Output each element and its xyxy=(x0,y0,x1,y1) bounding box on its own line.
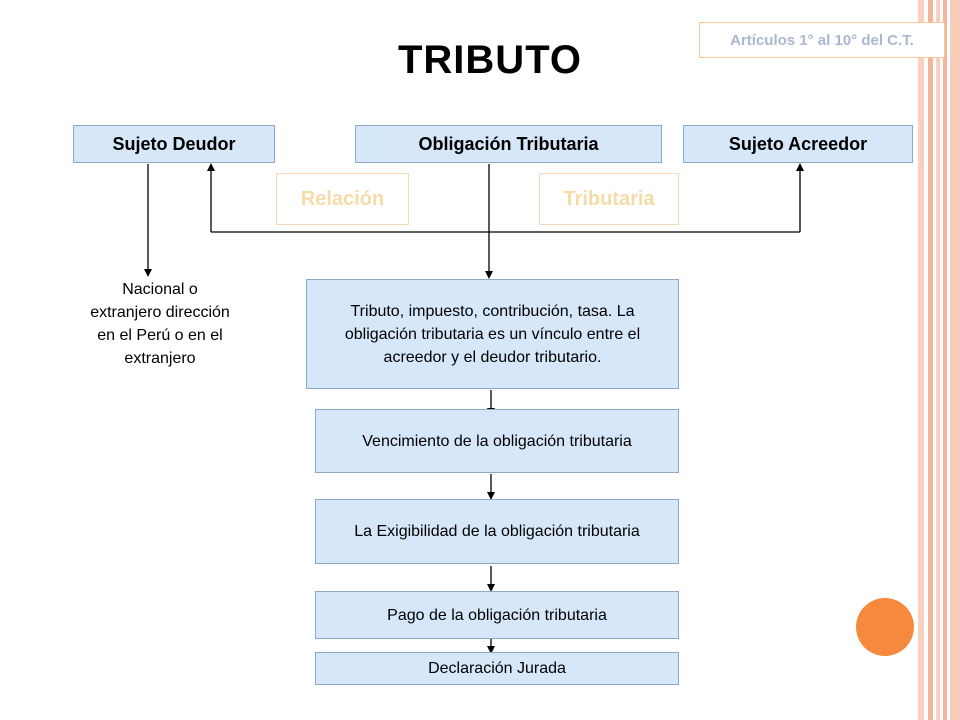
decorative-stripe xyxy=(928,0,933,720)
sujeto-deudor-box: Sujeto Deudor xyxy=(73,125,275,163)
decorative-stripe xyxy=(943,0,947,720)
deudor-note-line: Nacional o xyxy=(122,281,198,298)
declaracion-jurada-box: Declaración Jurada xyxy=(315,652,679,685)
reference-tag: Artículos 1° al 10° del C.T. xyxy=(699,22,945,58)
definition-box: Tributo, impuesto, contribución, tasa. L… xyxy=(306,279,679,389)
decorative-stripe xyxy=(936,0,940,720)
deudor-note-line: extranjero dirección xyxy=(90,304,230,321)
sujeto-acreedor-box: Sujeto Acreedor xyxy=(683,125,913,163)
decorative-orange-circle xyxy=(856,598,914,656)
exigibilidad-box: La Exigibilidad de la obligación tributa… xyxy=(315,499,679,564)
pago-box: Pago de la obligación tributaria xyxy=(315,591,679,639)
relation-label-2: Tributaria xyxy=(539,173,679,225)
deudor-note-line: extranjero xyxy=(124,350,196,367)
page-title: TRIBUTO xyxy=(397,38,583,82)
relation-label-1: Relación xyxy=(276,173,409,225)
decorative-stripe xyxy=(918,0,924,720)
decorative-stripe xyxy=(950,0,960,720)
deudor-note-line: en el Perú o en el xyxy=(97,327,223,344)
obligacion-tributaria-box: Obligación Tributaria xyxy=(355,125,662,163)
deudor-note: Nacional o extranjero dirección en el Pe… xyxy=(60,278,260,370)
vencimiento-box: Vencimiento de la obligación tributaria xyxy=(315,409,679,473)
